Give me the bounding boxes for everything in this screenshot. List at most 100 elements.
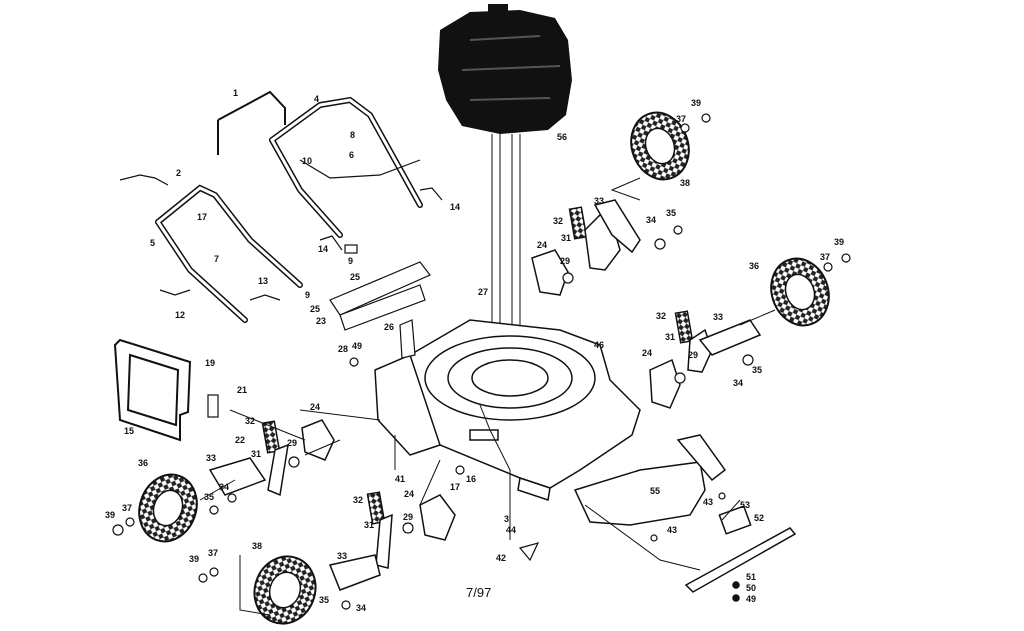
- label-39c: 39: [105, 510, 115, 520]
- label-4: 4: [314, 94, 319, 104]
- label-9b: 9: [305, 290, 310, 300]
- label-31c: 31: [251, 449, 261, 459]
- label-23: 23: [316, 316, 326, 326]
- label-49b: 49: [746, 594, 756, 604]
- label-24a: 24: [537, 240, 547, 250]
- label-39a: 39: [691, 98, 701, 108]
- label-1: 1: [233, 88, 238, 98]
- label-33b: 33: [713, 312, 723, 322]
- axle-brackets: [208, 199, 762, 591]
- leader-lines: [199, 177, 776, 616]
- label-36b: 36: [138, 458, 148, 468]
- label-34d: 34: [356, 603, 366, 613]
- label-9a: 9: [348, 256, 353, 266]
- label-41: 41: [395, 474, 405, 484]
- label-14b: 14: [318, 244, 328, 254]
- label-35b: 35: [752, 365, 762, 375]
- label-16: 16: [466, 474, 476, 484]
- cables: [119, 159, 443, 301]
- blade: [684, 505, 797, 602]
- label-39d: 39: [189, 554, 199, 564]
- label-36a: 36: [749, 261, 759, 271]
- wheel-front-right: [770, 257, 830, 327]
- label-34a: 34: [646, 215, 656, 225]
- label-29a: 29: [560, 256, 570, 266]
- label-49a: 49: [352, 341, 362, 351]
- label-46: 46: [594, 340, 604, 350]
- label-29d: 29: [403, 512, 413, 522]
- label-38a: 38: [680, 178, 690, 188]
- height-levers: [261, 206, 713, 569]
- footer-date: 7/97: [466, 585, 491, 600]
- label-13: 13: [258, 276, 268, 286]
- label-42: 42: [496, 553, 506, 563]
- label-17a: 17: [197, 212, 207, 222]
- label-35c: 35: [204, 492, 214, 502]
- label-7: 7: [214, 254, 219, 264]
- label-10: 10: [302, 156, 312, 166]
- label-44: 44: [506, 525, 516, 535]
- label-5: 5: [150, 238, 155, 248]
- label-32a: 32: [553, 216, 563, 226]
- label-15: 15: [124, 426, 134, 436]
- engine: [438, 4, 572, 134]
- label-24d: 24: [404, 489, 414, 499]
- hardware: [112, 113, 851, 610]
- label-29b: 29: [688, 350, 698, 360]
- label-51: 51: [746, 572, 756, 582]
- label-31a: 31: [561, 233, 571, 243]
- side-chute: [573, 434, 727, 526]
- part-labels: 1 2 3 4 5 6 7 8 9 9 10 12 13 14 14 15 16…: [105, 88, 844, 613]
- label-33d: 33: [337, 551, 347, 561]
- label-38b: 38: [252, 541, 262, 551]
- adjuster-plates: [301, 249, 681, 541]
- label-34b: 34: [733, 378, 743, 388]
- label-25a: 25: [350, 272, 360, 282]
- label-24b: 24: [642, 348, 652, 358]
- label-29c: 29: [287, 438, 297, 448]
- wheel-rear-right: [630, 111, 690, 181]
- label-32c: 32: [245, 416, 255, 426]
- label-32b: 32: [656, 311, 666, 321]
- label-52: 52: [754, 513, 764, 523]
- label-37d: 37: [208, 548, 218, 558]
- label-33c: 33: [206, 453, 216, 463]
- label-26: 26: [384, 322, 394, 332]
- label-6: 6: [349, 150, 354, 160]
- handle-lower-inner: [156, 186, 302, 322]
- label-56: 56: [557, 132, 567, 142]
- label-22: 22: [235, 435, 245, 445]
- label-31b: 31: [665, 332, 675, 342]
- rear-deflector: [113, 338, 192, 442]
- wheel-rear-left: [253, 555, 317, 625]
- label-31d: 31: [364, 520, 374, 530]
- label-37b: 37: [820, 252, 830, 262]
- label-53: 53: [740, 500, 750, 510]
- label-35a: 35: [666, 208, 676, 218]
- label-50: 50: [746, 583, 756, 593]
- label-35d: 35: [319, 595, 329, 605]
- control-bail: [217, 90, 286, 155]
- label-25b: 25: [310, 304, 320, 314]
- label-33a: 33: [594, 196, 604, 206]
- label-17b: 17: [450, 482, 460, 492]
- label-27: 27: [478, 287, 488, 297]
- label-43b: 43: [667, 525, 677, 535]
- label-21: 21: [237, 385, 247, 395]
- label-19: 19: [205, 358, 215, 368]
- label-39b: 39: [834, 237, 844, 247]
- label-34c: 34: [219, 482, 229, 492]
- label-37a: 37: [676, 114, 686, 124]
- label-3: 3: [504, 514, 509, 524]
- label-14a: 14: [450, 202, 460, 212]
- wheel-front-left: [138, 473, 198, 543]
- label-55: 55: [650, 486, 660, 496]
- label-37c: 37: [122, 503, 132, 513]
- label-32d: 32: [353, 495, 363, 505]
- label-28: 28: [338, 344, 348, 354]
- label-12: 12: [175, 310, 185, 320]
- label-43a: 43: [703, 497, 713, 507]
- label-8: 8: [350, 130, 355, 140]
